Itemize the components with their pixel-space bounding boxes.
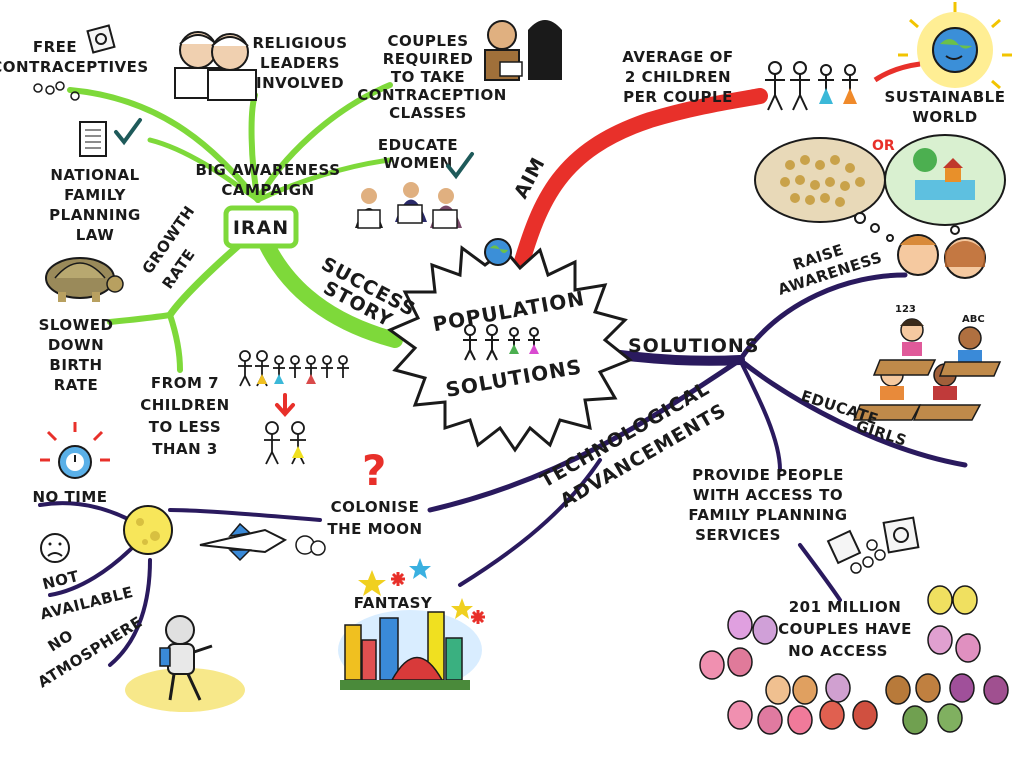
solutions-branches — [38, 272, 968, 667]
slowed-line2: DOWN — [48, 336, 104, 354]
astronaut-icon — [125, 615, 245, 712]
law-checkmark-icon — [114, 118, 142, 146]
couple-studying-icon — [484, 20, 562, 81]
law-line4: LAW — [76, 226, 115, 244]
abc-text: ABC — [962, 314, 985, 325]
document-icon — [79, 121, 107, 157]
green-world-cloud — [884, 134, 1006, 226]
moon-line2: THE MOON — [327, 520, 422, 538]
center-starburst — [386, 245, 633, 453]
campaign-line2: CAMPAIGN — [221, 181, 314, 199]
contraceptive-pack-icon-2 — [826, 516, 920, 574]
educate-women-line2: WOMEN — [383, 154, 453, 172]
couples-line5: CLASSES — [389, 104, 467, 122]
average-text-line3: PER COUPLE — [623, 88, 733, 106]
sad-face-icon — [40, 533, 70, 563]
two-children-family-icon — [765, 61, 858, 111]
slowed-line1: SLOWED — [39, 316, 114, 334]
iran-label: IRAN — [233, 217, 289, 239]
moon-icon — [123, 505, 173, 555]
law-line3: PLANNING — [49, 206, 141, 224]
from7-line3: TO LESS — [149, 418, 221, 436]
numbers-text: 123 — [895, 304, 916, 315]
provide-line1: PROVIDE PEOPLE — [692, 466, 844, 484]
question-mark-icon: ? — [362, 446, 386, 495]
religious-line2: LEADERS — [260, 54, 340, 72]
million-line1: 201 MILLION — [789, 598, 902, 616]
down-arrow-icon — [275, 393, 295, 418]
two-heads-icon — [897, 234, 986, 279]
couples-line3: TO TAKE — [391, 68, 465, 86]
provide-line4: SERVICES — [695, 526, 781, 544]
sustainable-line1: SUSTAINABLE — [885, 88, 1006, 106]
sustainable-line2: WORLD — [912, 108, 977, 126]
iran-sub-branches — [67, 82, 393, 373]
aim-branch — [512, 88, 768, 276]
crowded-world-cloud — [754, 137, 886, 223]
from7-line4: THAN 3 — [152, 440, 218, 458]
rocket-icon — [199, 522, 326, 562]
couples-line4: CONTRACEPTION — [357, 86, 507, 104]
religious-line1: RELIGIOUS — [252, 34, 347, 52]
contraceptive-pack-icon — [33, 24, 116, 101]
couples-line1: COUPLES — [387, 32, 468, 50]
or-text: OR — [872, 138, 895, 154]
slowed-line4: RATE — [54, 376, 98, 394]
million-line2: COUPLES HAVE — [778, 620, 912, 638]
tortoise-icon — [45, 257, 124, 302]
fantasy-text: FANTASY — [354, 594, 433, 612]
free-line2: CONTRACEPTIVES — [0, 58, 149, 76]
law-line1: NATIONAL — [50, 166, 139, 184]
free-line1: FREE — [33, 38, 77, 56]
from7-line2: CHILDREN — [140, 396, 230, 414]
stopwatch-icon — [40, 422, 110, 479]
average-text-line2: 2 CHILDREN — [625, 68, 731, 86]
no-atmosphere-line1: NO — [45, 626, 77, 655]
law-line2: FAMILY — [64, 186, 126, 204]
religious-line3: INVOLVED — [256, 74, 344, 92]
campaign-line1: BIG AWARENESS — [196, 161, 341, 179]
million-line3: NO ACCESS — [788, 642, 888, 660]
large-family-icon — [238, 350, 349, 387]
classroom-icon: 123 ABC — [852, 304, 1002, 421]
sun-globe-icon — [898, 2, 1012, 90]
average-text-line1: AVERAGE OF — [622, 48, 733, 66]
globe-icon-small — [484, 238, 512, 266]
faces-crowd-icon — [699, 585, 1009, 735]
red-accent-stroke — [873, 61, 921, 83]
solutions-label: SOLUTIONS — [628, 335, 759, 357]
provide-line3: FAMILY PLANNING — [688, 506, 847, 524]
slowed-line3: BIRTH — [49, 356, 102, 374]
women-checkmark-icon — [446, 152, 474, 180]
no-time-text: NO TIME — [32, 488, 107, 506]
moon-line1: COLONISE — [331, 498, 420, 516]
from7-line1: FROM 7 — [151, 374, 219, 392]
couples-line2: REQUIRED — [383, 50, 474, 68]
women-reading-icon — [355, 182, 462, 229]
provide-line2: WITH ACCESS TO — [693, 486, 843, 504]
educate-women-line1: EDUCATE — [378, 136, 458, 154]
fantasy-city-icon — [338, 558, 485, 690]
iran-box — [223, 205, 299, 249]
religious-leaders-icon — [174, 31, 257, 101]
educate-girls-line2: GIRLS — [854, 417, 909, 450]
